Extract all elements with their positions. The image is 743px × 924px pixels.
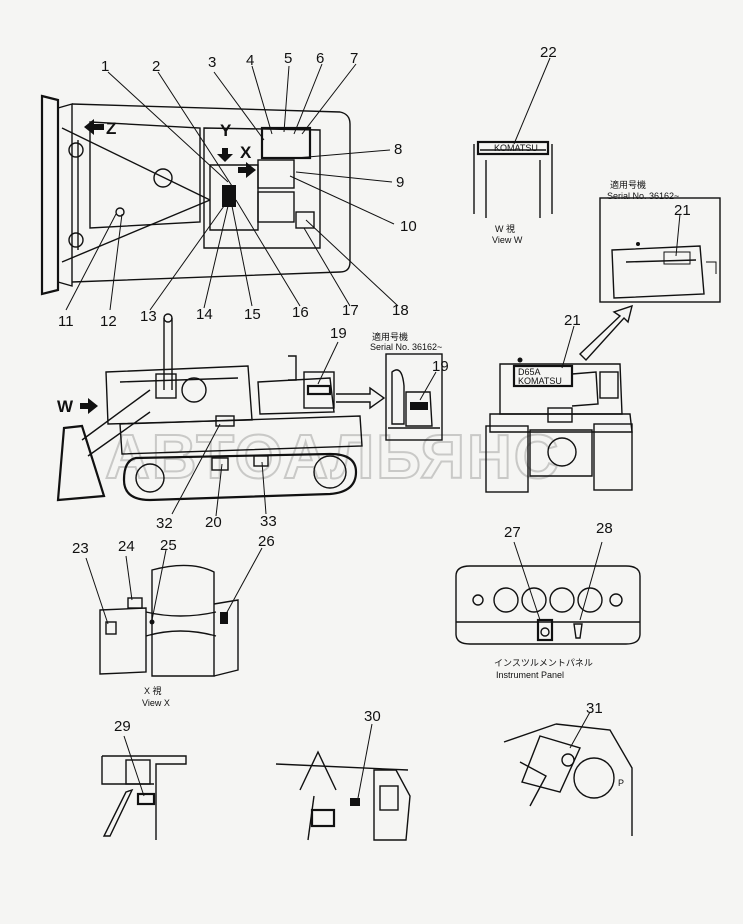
- svg-text:P: P: [618, 778, 624, 788]
- view-y-arrow: Y: [217, 121, 233, 162]
- part-label: 24: [118, 538, 135, 555]
- svg-text:Serial No. 36162~: Serial No. 36162~: [370, 342, 442, 352]
- serial-detail-top: 適用号機 Serial No. 36162~: [599, 179, 721, 303]
- view-x-en: View X: [142, 698, 170, 708]
- part-label: 2: [152, 58, 160, 75]
- svg-text:KOMATSU: KOMATSU: [518, 376, 562, 386]
- part-label: 30: [364, 708, 381, 725]
- view-z-arrow: Z: [84, 119, 116, 138]
- part-label: 26: [258, 533, 275, 550]
- part-label: 29: [114, 718, 131, 735]
- view-w-en: View W: [492, 235, 523, 245]
- svg-text:適用号機: 適用号機: [372, 331, 408, 342]
- part-label: 19: [432, 358, 449, 375]
- part-label: 14: [196, 306, 213, 323]
- part-label: 9: [396, 174, 404, 191]
- view-w-jp: W 視: [495, 223, 515, 234]
- part-label: 21: [564, 312, 581, 329]
- view-x-detail: X 視 View X: [85, 547, 263, 708]
- svg-text:Serial No. 36162~: Serial No. 36162~: [607, 191, 679, 201]
- part-label: 31: [586, 700, 603, 717]
- svg-text:Z: Z: [106, 119, 116, 138]
- top-plan-view: [40, 94, 351, 296]
- part-label: 11: [58, 313, 74, 330]
- part-label: 5: [284, 50, 292, 67]
- part-label: 8: [394, 141, 402, 158]
- part-label: 21: [674, 202, 691, 219]
- leader-lines-side: [171, 341, 437, 517]
- panel-jp: インスツルメントパネル: [494, 658, 593, 668]
- part-label: 17: [342, 302, 359, 319]
- panel-en: Instrument Panel: [496, 670, 564, 680]
- part-label: 3: [208, 54, 216, 71]
- part-label: 28: [596, 520, 613, 537]
- svg-text:KOMATSU: KOMATSU: [494, 143, 538, 153]
- part-label: 12: [100, 313, 117, 330]
- serial-detail-middle: 適用号機 Serial No. 36162~: [370, 331, 443, 441]
- view-w-detail: KOMATSU W 視 View W: [473, 57, 553, 245]
- svg-text:X: X: [240, 143, 252, 162]
- detail-30: [275, 723, 411, 841]
- leader-lines-top: [65, 63, 399, 311]
- part-label: 33: [260, 513, 277, 530]
- detail-arrow-21: [578, 304, 633, 362]
- rear-view: D65A KOMATSU: [485, 325, 633, 493]
- detail-31: P: [503, 711, 633, 836]
- view-w-arrow: W: [57, 397, 98, 416]
- part-labels: 1 2 3 4 5 6 7 8 9 10 11 12 13 14 15 16 1…: [58, 44, 691, 735]
- part-label: 16: [292, 304, 309, 321]
- part-label: 6: [316, 50, 324, 67]
- part-label: 10: [400, 218, 417, 235]
- part-label: 27: [504, 524, 521, 541]
- part-label: 22: [540, 44, 557, 61]
- svg-text:Y: Y: [220, 121, 232, 140]
- svg-text:D65A: D65A: [518, 367, 541, 377]
- svg-text:適用号機: 適用号機: [610, 179, 646, 190]
- svg-text:W: W: [57, 397, 74, 416]
- part-label: 7: [350, 50, 358, 67]
- part-label: 23: [72, 540, 89, 557]
- part-label: 1: [101, 58, 109, 75]
- view-x-arrow: X: [238, 143, 256, 178]
- detail-arrow-19: [336, 386, 386, 410]
- part-label: 13: [140, 308, 157, 325]
- instrument-panel: インスツルメントパネル Instrument Panel: [455, 541, 641, 680]
- part-label: 32: [156, 515, 173, 532]
- detail-29: [101, 735, 187, 840]
- view-x-jp: X 視: [144, 685, 162, 696]
- part-label: 15: [244, 306, 261, 323]
- side-view: [56, 313, 363, 502]
- part-label: 18: [392, 302, 409, 319]
- part-label: 19: [330, 325, 347, 342]
- part-label: 20: [205, 514, 222, 531]
- part-label: 25: [160, 537, 177, 554]
- part-label: 4: [246, 52, 254, 69]
